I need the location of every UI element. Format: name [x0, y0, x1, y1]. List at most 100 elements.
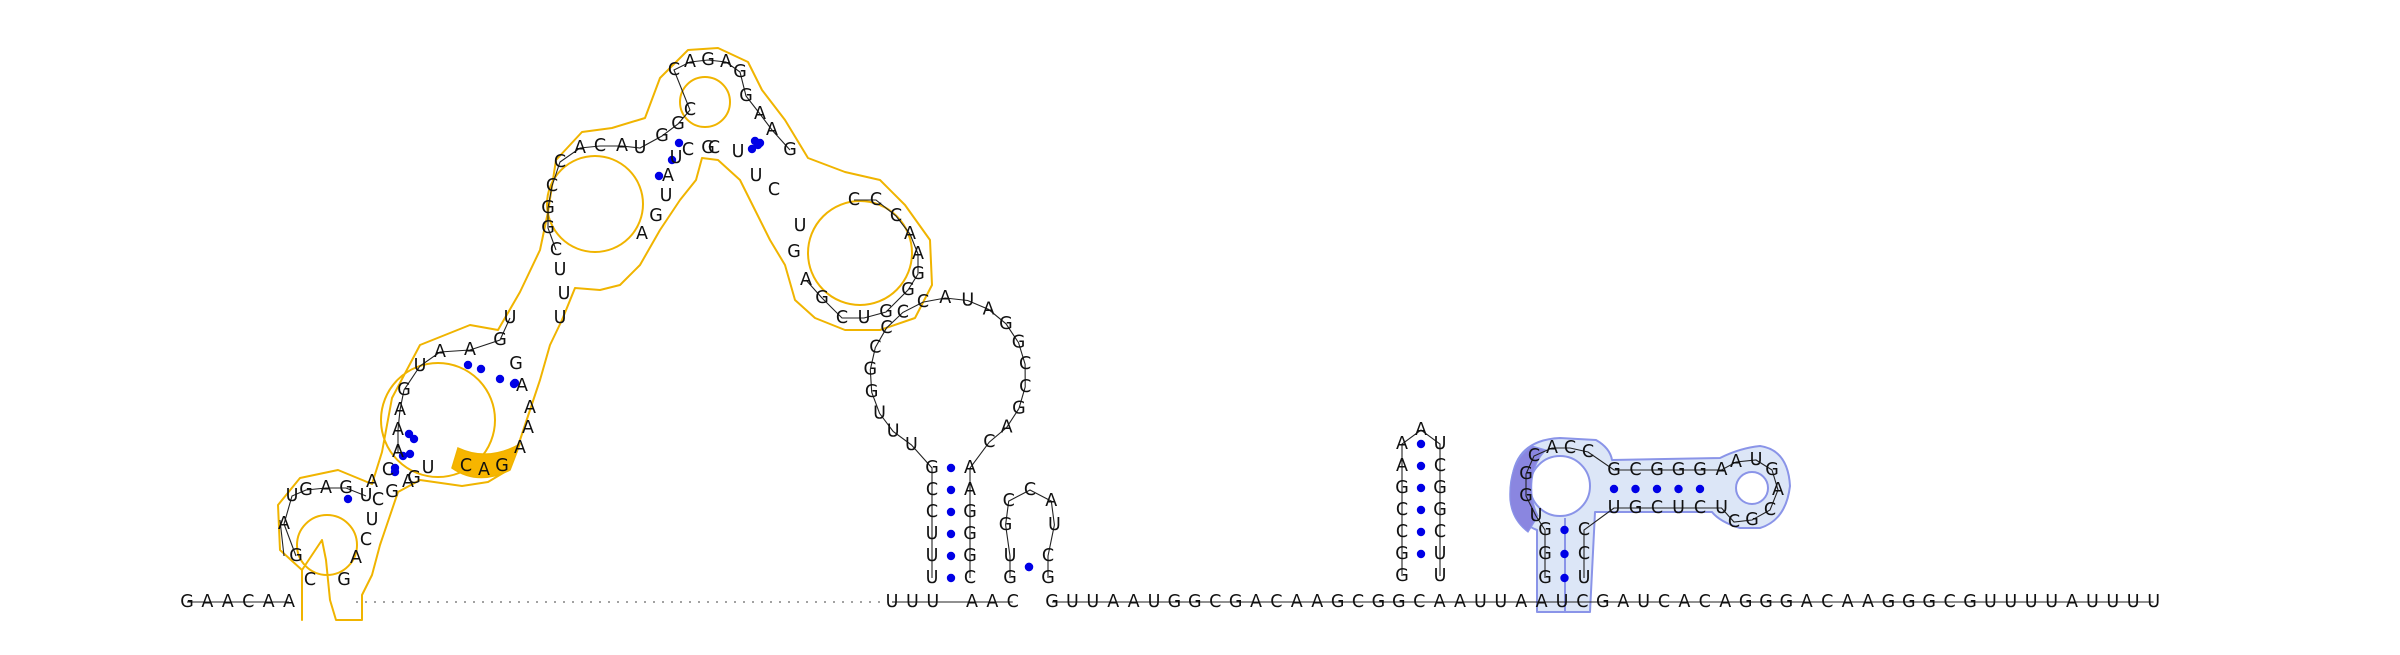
- base-pair-dot: [1560, 573, 1569, 583]
- middle-stem-loop-nt: C: [917, 292, 929, 312]
- blue-domain-nt: G: [1650, 460, 1664, 480]
- blue-domain-nt: C: [1764, 500, 1776, 520]
- middle-stem-nt: A: [964, 458, 976, 478]
- blue-domain-nt: G: [1538, 520, 1552, 540]
- tail-nt: A: [1515, 592, 1527, 612]
- orange-nt: C: [684, 100, 696, 120]
- base-pair-dot: [343, 494, 353, 504]
- base-pair-dot: [750, 136, 760, 146]
- base-pair-dot: [1674, 484, 1683, 494]
- orange-upper-backbone: [547, 59, 791, 251]
- right-stem-nt: U: [1434, 566, 1447, 586]
- leader-nt: C: [242, 592, 254, 612]
- tail-nt: G: [1902, 592, 1916, 612]
- linker-nt: U: [886, 592, 899, 612]
- tail-nt: U: [1066, 592, 1079, 612]
- orange-nt: G: [289, 546, 303, 566]
- right-stem-nt: C: [1434, 522, 1446, 542]
- tail-nt: G: [1759, 592, 1773, 612]
- base-pair-dot: [946, 573, 956, 583]
- blue-domain-hairpin: [1735, 471, 1769, 505]
- orange-nt: C: [870, 190, 882, 210]
- tail-nt: C: [1699, 592, 1711, 612]
- tail-nt: A: [1536, 592, 1548, 612]
- blue-domain-highlight-nt: U: [1530, 506, 1543, 526]
- orange-nt: A: [912, 244, 924, 264]
- base-pair-dot: [1416, 549, 1426, 559]
- small-hairpin-backbone: [1005, 489, 1055, 578]
- orange-nt: C: [360, 530, 372, 550]
- base-pair-dot: [476, 364, 486, 374]
- orange-seg: [279, 519, 285, 557]
- orange-nt: A: [514, 438, 526, 458]
- middle-stem-nt: U: [926, 546, 939, 566]
- orange-right-backbone: [805, 199, 919, 319]
- orange-nt: A: [320, 478, 332, 498]
- orange-nt: U: [858, 308, 871, 328]
- orange-nt: C: [594, 136, 606, 156]
- small-hairpin-loop-nt: C: [1024, 480, 1036, 500]
- orange-nt: G: [541, 218, 555, 238]
- base-pair-dot: [747, 144, 757, 154]
- tail-nt: U: [2086, 592, 2099, 612]
- orange-nt: C: [836, 308, 848, 328]
- small-hairpin-loop-nt: C: [1003, 491, 1015, 511]
- leader-nt: A: [201, 592, 213, 612]
- tail-nt: G: [1922, 592, 1936, 612]
- tail-nt: U: [1086, 592, 1099, 612]
- orange-nt: U: [554, 308, 567, 328]
- orange-nt: G: [879, 302, 893, 322]
- base-pair-dot: [398, 451, 408, 461]
- orange-nt: A: [392, 442, 404, 462]
- tail-nt: A: [1862, 592, 1874, 612]
- blue-domain-highlight: [1509, 445, 1548, 533]
- orange-nt: U: [366, 510, 379, 530]
- middle-stem-loop-nt: C: [1019, 354, 1031, 374]
- orange-nt: U: [422, 458, 435, 478]
- orange-nt: G: [815, 288, 829, 308]
- orange-nt: A: [662, 166, 674, 186]
- middle-stem-nt: U: [926, 524, 939, 544]
- orange-highlight-nt: A: [478, 460, 490, 480]
- orange-nt: G: [733, 62, 747, 82]
- tail-nt: C: [1413, 592, 1425, 612]
- base-pair-dot: [495, 374, 505, 384]
- orange-nt: G: [407, 468, 421, 488]
- orange-nt: U: [360, 486, 373, 506]
- tail-nt: A: [1128, 592, 1140, 612]
- middle-stem-loop-nt: A: [939, 288, 951, 308]
- linker-nt: U: [906, 592, 919, 612]
- small-hairpin-loop-nt: U: [1048, 515, 1061, 535]
- orange-nt: A: [522, 418, 534, 438]
- orange-nt: A: [574, 138, 586, 158]
- tail-nt: G: [1045, 592, 1059, 612]
- small-hairpin-loop-nt: G: [999, 515, 1013, 535]
- orange-nt: A: [766, 120, 778, 140]
- blue-domain-nt: C: [1564, 438, 1576, 458]
- orange-nt: C: [372, 490, 384, 510]
- orange-nt: C: [550, 240, 562, 260]
- tail-nt: G: [1229, 592, 1243, 612]
- orange-nt: G: [901, 280, 915, 300]
- base-pair-dot: [1631, 484, 1640, 494]
- tail-nt: U: [2025, 592, 2038, 612]
- orange-highlight-nt: G: [495, 456, 509, 476]
- tail-nt: G: [1739, 592, 1753, 612]
- orange-nt: U: [670, 148, 683, 168]
- right-stem-nt: C: [1434, 456, 1446, 476]
- blue-domain-nt: U: [1672, 498, 1685, 518]
- tail-nt: U: [1474, 592, 1487, 612]
- orange-nt: G: [541, 198, 555, 218]
- blue-domain-nt: U: [1750, 450, 1763, 470]
- middle-stem-nt: G: [925, 458, 939, 478]
- tail-nt: A: [1311, 592, 1323, 612]
- linker-nt: A: [986, 592, 998, 612]
- right-stem-nt: U: [1434, 544, 1447, 564]
- orange-nt: G: [783, 140, 797, 160]
- tail-nt: G: [1372, 592, 1386, 612]
- orange-nt: A: [800, 270, 812, 290]
- middle-stem-loop-nt: G: [1012, 399, 1026, 419]
- middle-stem-loop-nt: C: [897, 302, 909, 322]
- right-stem-loop-nt: A: [1415, 420, 1427, 440]
- orange-nt: A: [616, 136, 628, 156]
